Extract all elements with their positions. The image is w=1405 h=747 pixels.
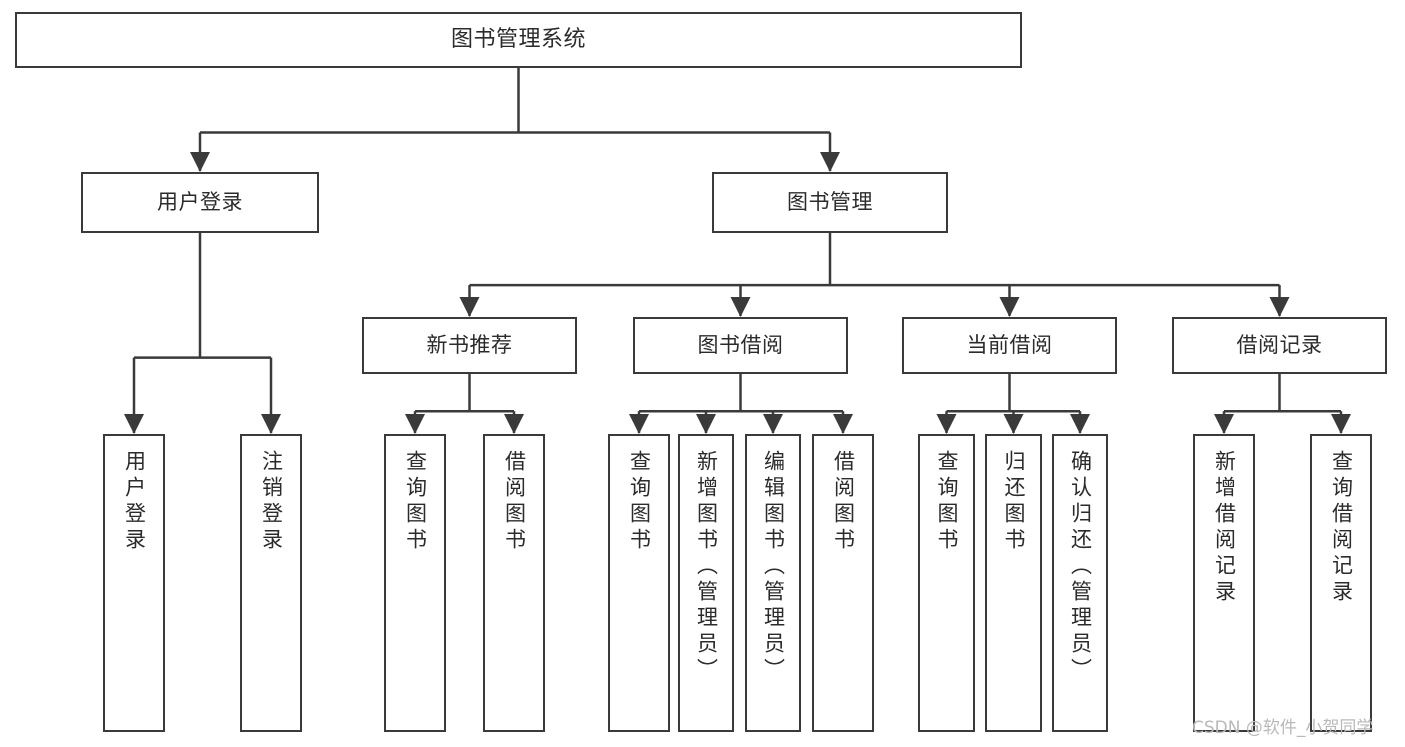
node-f10[interactable]: 归还图书 bbox=[985, 434, 1042, 732]
node-l1b[interactable]: 图书管理 bbox=[712, 172, 948, 233]
node-l2d[interactable]: 借阅记录 bbox=[1172, 317, 1387, 374]
csdn-watermark: CSDN @软件_小贺同学 bbox=[1192, 718, 1374, 738]
node-label: 图书借阅 bbox=[697, 333, 784, 358]
node-label: 用户登录 bbox=[122, 450, 147, 554]
node-label: 用户登录 bbox=[157, 190, 243, 215]
node-label: 新增借阅记录 bbox=[1212, 450, 1237, 606]
node-f12[interactable]: 新增借阅记录 bbox=[1193, 434, 1255, 732]
node-label: 查询图书 bbox=[627, 450, 652, 554]
node-f5[interactable]: 查询图书 bbox=[608, 434, 670, 732]
node-label: 借阅图书 bbox=[831, 450, 856, 554]
node-label: 借阅图书 bbox=[502, 450, 527, 554]
node-f1[interactable]: 用户登录 bbox=[103, 434, 165, 732]
node-label: 当前借阅 bbox=[966, 333, 1053, 358]
node-f2[interactable]: 注销登录 bbox=[240, 434, 302, 732]
node-f8[interactable]: 借阅图书 bbox=[812, 434, 874, 732]
node-label: 图书管理 bbox=[787, 190, 873, 215]
node-label: 查询借阅记录 bbox=[1329, 450, 1354, 606]
node-label: 归还图书 bbox=[1002, 450, 1026, 554]
node-root[interactable]: 图书管理系统 bbox=[15, 12, 1022, 68]
node-label: 新书推荐 bbox=[426, 333, 513, 358]
node-f7[interactable]: 编辑图书（管理员） bbox=[745, 434, 801, 732]
node-label: 查询图书 bbox=[935, 450, 959, 554]
node-f11[interactable]: 确认归还（管理员） bbox=[1052, 434, 1108, 732]
node-l2b[interactable]: 图书借阅 bbox=[633, 317, 848, 374]
node-l2a[interactable]: 新书推荐 bbox=[362, 317, 577, 374]
node-l2c[interactable]: 当前借阅 bbox=[902, 317, 1117, 374]
node-f9[interactable]: 查询图书 bbox=[918, 434, 975, 732]
node-label: 注销登录 bbox=[259, 450, 284, 554]
node-f4[interactable]: 借阅图书 bbox=[483, 434, 545, 732]
edge-group bbox=[124, 68, 1351, 435]
node-label: 查询图书 bbox=[403, 450, 428, 554]
node-label: 编辑图书（管理员） bbox=[761, 450, 786, 684]
node-f13[interactable]: 查询借阅记录 bbox=[1310, 434, 1372, 732]
node-f3[interactable]: 查询图书 bbox=[384, 434, 446, 732]
node-l1a[interactable]: 用户登录 bbox=[81, 172, 319, 233]
node-label: 确认归还（管理员） bbox=[1068, 450, 1093, 684]
node-label: 借阅记录 bbox=[1236, 333, 1323, 358]
node-f6[interactable]: 新增图书（管理员） bbox=[678, 434, 734, 732]
node-label: 新增图书（管理员） bbox=[694, 450, 719, 684]
node-label: 图书管理系统 bbox=[450, 27, 586, 53]
